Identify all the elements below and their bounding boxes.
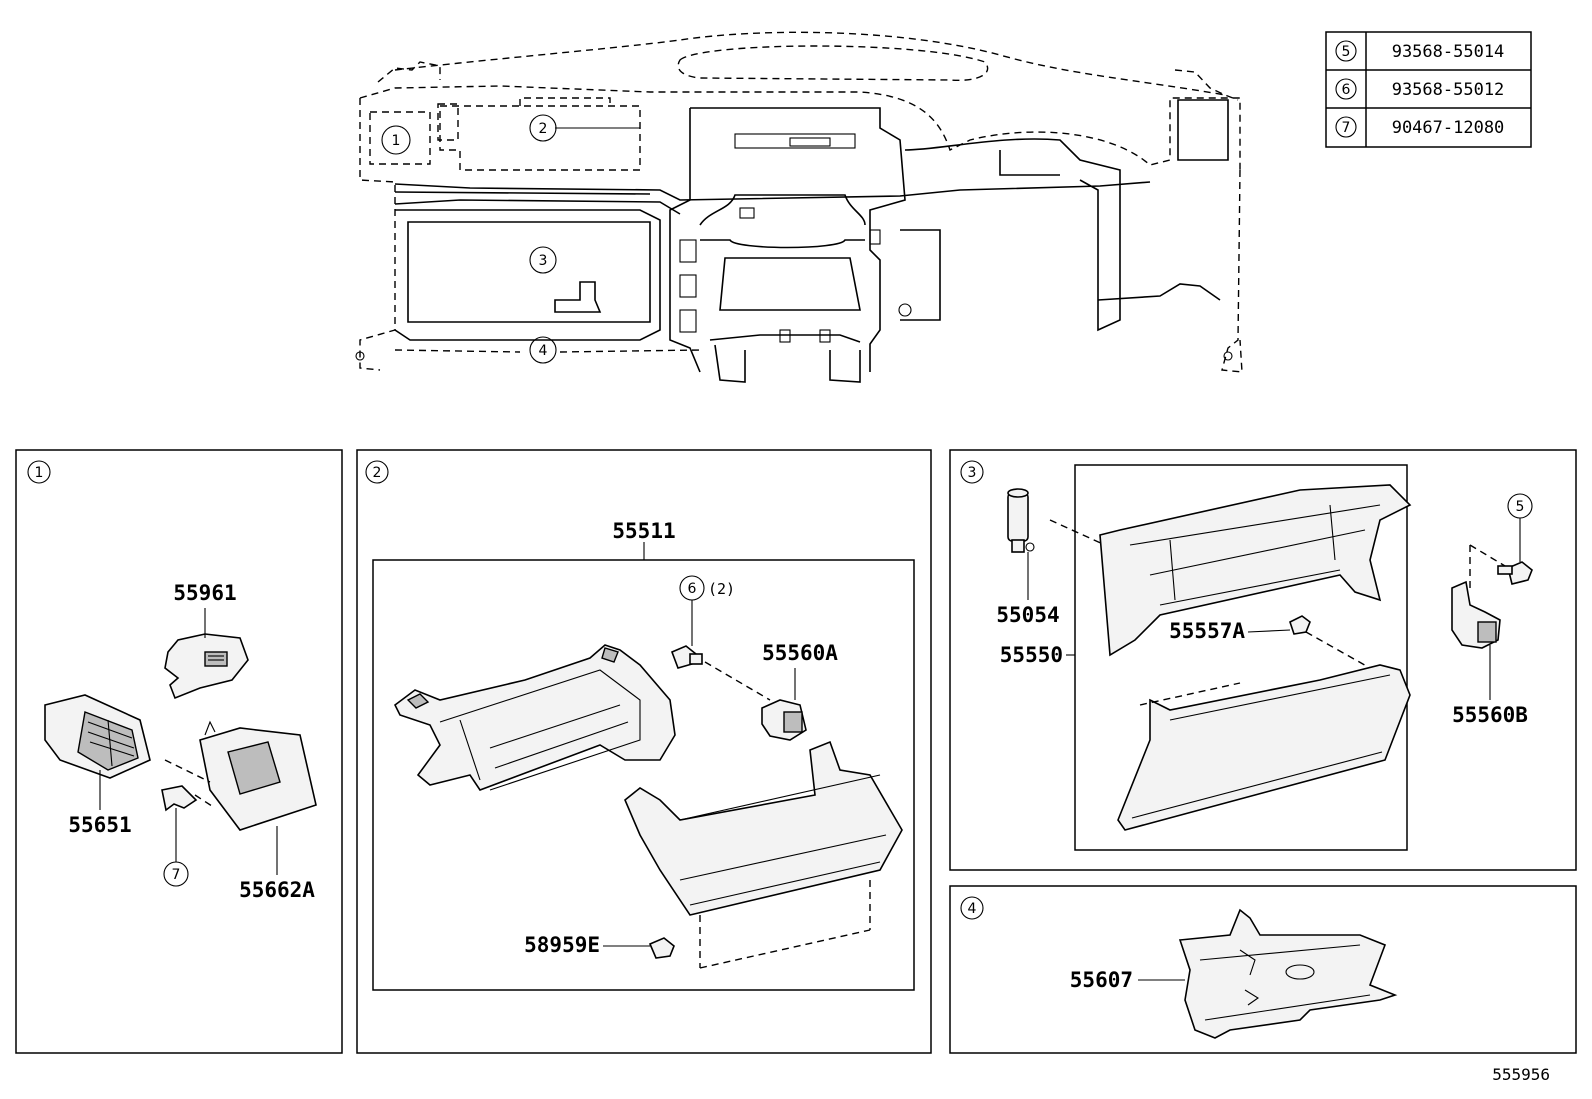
- ref-row-1-part: 93568-55014: [1392, 42, 1505, 62]
- ref-row-1-num: 5: [1342, 44, 1351, 60]
- overview-callout-4: 4: [539, 343, 548, 359]
- overview-callout-2: 2: [539, 121, 548, 137]
- label-clip-7: 7: [172, 867, 181, 883]
- panel-4: 4 55607: [949, 885, 1577, 1054]
- panel-3: 3 55054 55550 55557A: [949, 449, 1577, 871]
- panel-4-num: 4: [968, 901, 977, 917]
- part-55560B: [1451, 580, 1501, 649]
- label-55607: 55607: [1070, 968, 1133, 992]
- part-glovebox-door-3: [1117, 664, 1411, 831]
- part-glovebox-assy: [1099, 484, 1412, 657]
- reference-table: 5 93568-55014 6 93568-55012 7 90467-1208…: [1325, 31, 1532, 148]
- label-55961: 55961: [173, 581, 236, 605]
- part-55607: [1178, 908, 1398, 1039]
- label-screw-6: 6: [688, 581, 697, 597]
- label-55560B: 55560B: [1452, 703, 1528, 727]
- label-55557A: 55557A: [1169, 619, 1245, 643]
- panel-1-num: 1: [35, 465, 44, 481]
- ref-row-1: 5 93568-55014: [1335, 40, 1505, 62]
- label-55511: 55511: [612, 519, 675, 543]
- label-55054: 55054: [996, 603, 1059, 627]
- part-55651-vent: [44, 694, 151, 779]
- overview-callout-3: 3: [539, 253, 548, 269]
- panel-1: 1 55961 55651 55662A: [15, 449, 343, 1054]
- part-55662A: [199, 720, 317, 831]
- part-58959E: [648, 937, 675, 959]
- label-55651: 55651: [68, 813, 131, 837]
- label-bolt-5: 5: [1516, 499, 1525, 515]
- label-55662A: 55662A: [239, 878, 315, 902]
- figure-code: 555956: [1492, 1065, 1550, 1084]
- part-glovebox-frame: [393, 644, 676, 791]
- panel-2-num: 2: [373, 465, 382, 481]
- part-55961: [164, 633, 249, 700]
- ref-row-3: 7 90467-12080: [1335, 116, 1505, 138]
- part-55560A: [761, 699, 807, 741]
- part-55054: [1007, 488, 1035, 553]
- ref-row-2-num: 6: [1342, 82, 1351, 98]
- part-glovebox-door: [624, 740, 903, 916]
- label-55550: 55550: [1000, 643, 1063, 667]
- overview-callout-1: 1: [392, 133, 401, 149]
- part-55557A: [1289, 615, 1311, 635]
- ref-row-2-part: 93568-55012: [1392, 80, 1505, 100]
- panel-2: 2 55511 6 (2) 55560A: [356, 449, 932, 1054]
- ref-row-3-part: 90467-12080: [1392, 118, 1505, 138]
- part-screw-6: [670, 645, 703, 669]
- part-bolt-5: [1497, 561, 1533, 585]
- label-58959E: 58959E: [524, 933, 600, 957]
- part-clip-7: [161, 759, 216, 812]
- label-55560A: 55560A: [762, 641, 838, 665]
- label-screw-qty: (2): [708, 580, 735, 598]
- ref-row-2: 6 93568-55012: [1335, 78, 1505, 100]
- panel-3-num: 3: [968, 465, 977, 481]
- ref-row-3-num: 7: [1342, 120, 1351, 136]
- dashboard-overview: 1 2 3 4: [355, 31, 1243, 383]
